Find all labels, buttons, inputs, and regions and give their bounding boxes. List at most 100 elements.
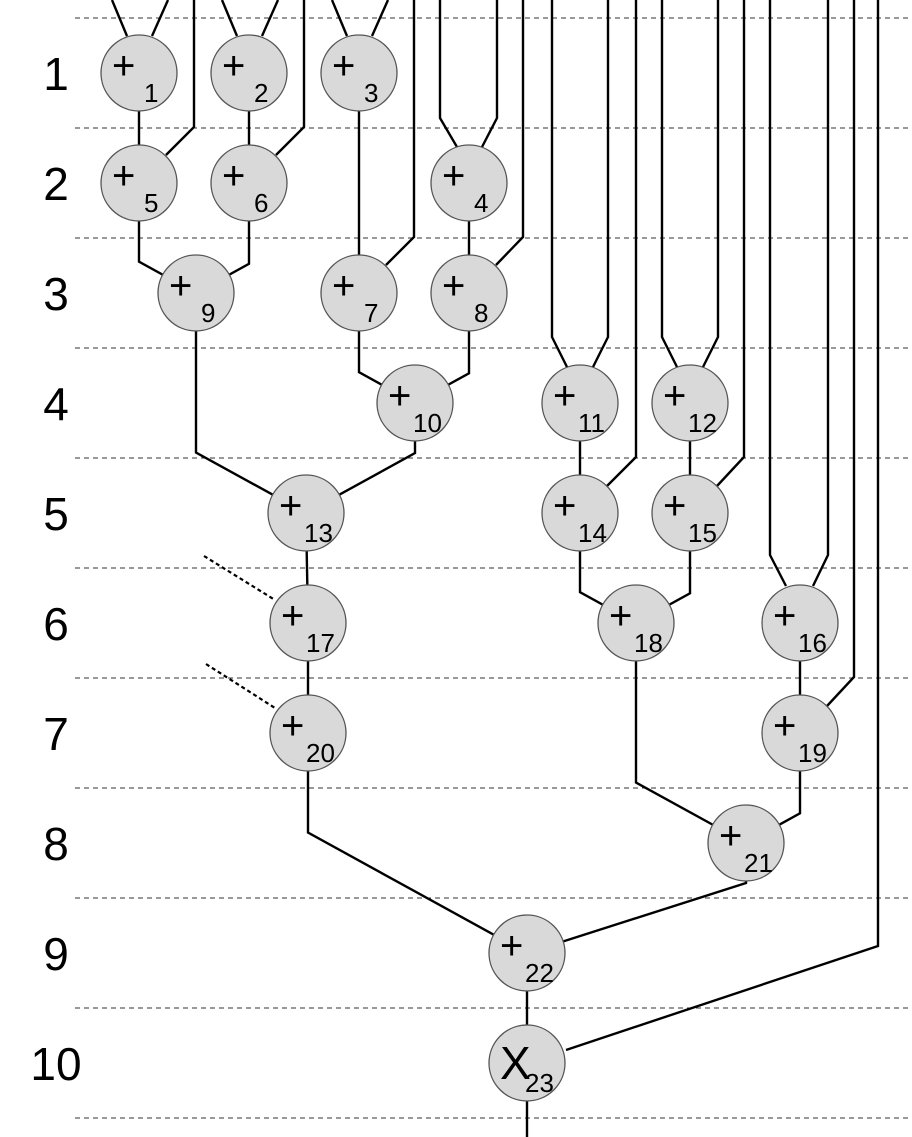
node-operator: + (442, 264, 465, 308)
input-wire (150, 0, 170, 37)
node-operator: + (332, 264, 355, 308)
input-wire (385, 0, 416, 266)
input-wire (826, 0, 856, 707)
node-18: +18 (597, 584, 675, 662)
node-12: +12 (651, 364, 729, 442)
operation-nodes: +1+2+3+5+6+4+9+7+8+10+11+12+13+14+15+17+… (100, 34, 839, 1102)
node-circle (100, 34, 178, 112)
node-23: X23 (488, 1024, 566, 1102)
node-7: +7 (320, 254, 398, 332)
node-operator: X (500, 1037, 531, 1089)
node-index: 8 (474, 298, 488, 328)
input-wire (275, 0, 306, 156)
node-index: 4 (474, 188, 488, 218)
node-operator: + (112, 44, 135, 88)
node-circle (597, 584, 675, 662)
node-index: 22 (525, 958, 554, 988)
input-wire (811, 0, 830, 587)
stage-label: 1 (43, 48, 69, 100)
node-circle (707, 804, 785, 882)
node-circle (761, 584, 839, 662)
edge-wire (194, 293, 307, 515)
node-operator: + (773, 594, 796, 638)
input-wire (165, 0, 196, 156)
node-operator: + (112, 154, 135, 198)
node-circle (320, 34, 398, 112)
node-operator: + (169, 264, 192, 308)
node-index: 21 (744, 848, 773, 878)
node-20: +20 (269, 694, 347, 772)
node-5: +5 (100, 144, 178, 222)
node-operator: + (500, 924, 523, 968)
node-circle (761, 694, 839, 772)
node-operator: + (281, 704, 304, 748)
node-circle (100, 144, 178, 222)
node-index: 2 (254, 78, 268, 108)
node-index: 9 (201, 298, 215, 328)
dotted-input-wire (203, 555, 276, 601)
stage-label: 6 (43, 598, 69, 650)
input-wires (110, 0, 880, 1137)
node-index: 18 (634, 628, 663, 658)
node-10: +10 (376, 364, 454, 442)
stage-label: 7 (43, 708, 69, 760)
node-operator: + (332, 44, 355, 88)
input-wire (591, 0, 610, 368)
node-index: 11 (578, 408, 605, 438)
node-circle (269, 694, 347, 772)
node-15: +15 (651, 474, 729, 552)
node-circle (210, 34, 288, 112)
input-wire (768, 0, 788, 587)
node-index: 19 (798, 738, 827, 768)
stage-label: 5 (43, 488, 69, 540)
node-index: 16 (798, 628, 827, 658)
node-circle (651, 474, 729, 552)
node-operator: + (279, 484, 302, 528)
node-operator: + (222, 154, 245, 198)
dotted-input-wire (205, 663, 276, 709)
node-operator: + (719, 814, 742, 858)
node-2: +2 (210, 34, 288, 112)
node-3: +3 (320, 34, 398, 112)
node-22: +22 (488, 914, 566, 992)
input-wire (370, 0, 390, 37)
node-11: +11 (541, 364, 619, 442)
stage-label: 3 (43, 268, 69, 320)
input-wire (495, 0, 525, 266)
input-wire (565, 0, 880, 1052)
node-circle (210, 144, 288, 222)
node-index: 5 (144, 188, 158, 218)
node-operator: + (281, 594, 304, 638)
node-13: +13 (267, 474, 345, 552)
stage-label: 2 (43, 158, 69, 210)
node-21: +21 (707, 804, 785, 882)
input-wire (660, 0, 679, 368)
node-6: +6 (210, 144, 288, 222)
node-index: 20 (306, 738, 335, 768)
edge-wire (634, 623, 747, 845)
node-circle (430, 254, 508, 332)
input-wire (550, 0, 569, 368)
stage-label: 4 (43, 378, 69, 430)
node-8: +8 (430, 254, 508, 332)
node-9: +9 (157, 254, 235, 332)
node-circle (488, 1024, 566, 1102)
stage-label: 10 (30, 1038, 81, 1090)
input-wire (716, 0, 746, 487)
node-operator: + (773, 704, 796, 748)
node-index: 3 (364, 78, 378, 108)
node-index: 15 (688, 518, 717, 548)
node-1: +1 (100, 34, 178, 112)
node-16: +16 (761, 584, 839, 662)
node-19: +19 (761, 694, 839, 772)
node-circle (157, 254, 235, 332)
node-index: 6 (254, 188, 268, 218)
node-circle (488, 914, 566, 992)
node-index: 14 (578, 518, 607, 548)
node-circle (430, 144, 508, 222)
node-operator: + (663, 374, 686, 418)
node-circle (267, 474, 345, 552)
edge-wire (306, 733, 528, 955)
node-index: 10 (413, 408, 442, 438)
